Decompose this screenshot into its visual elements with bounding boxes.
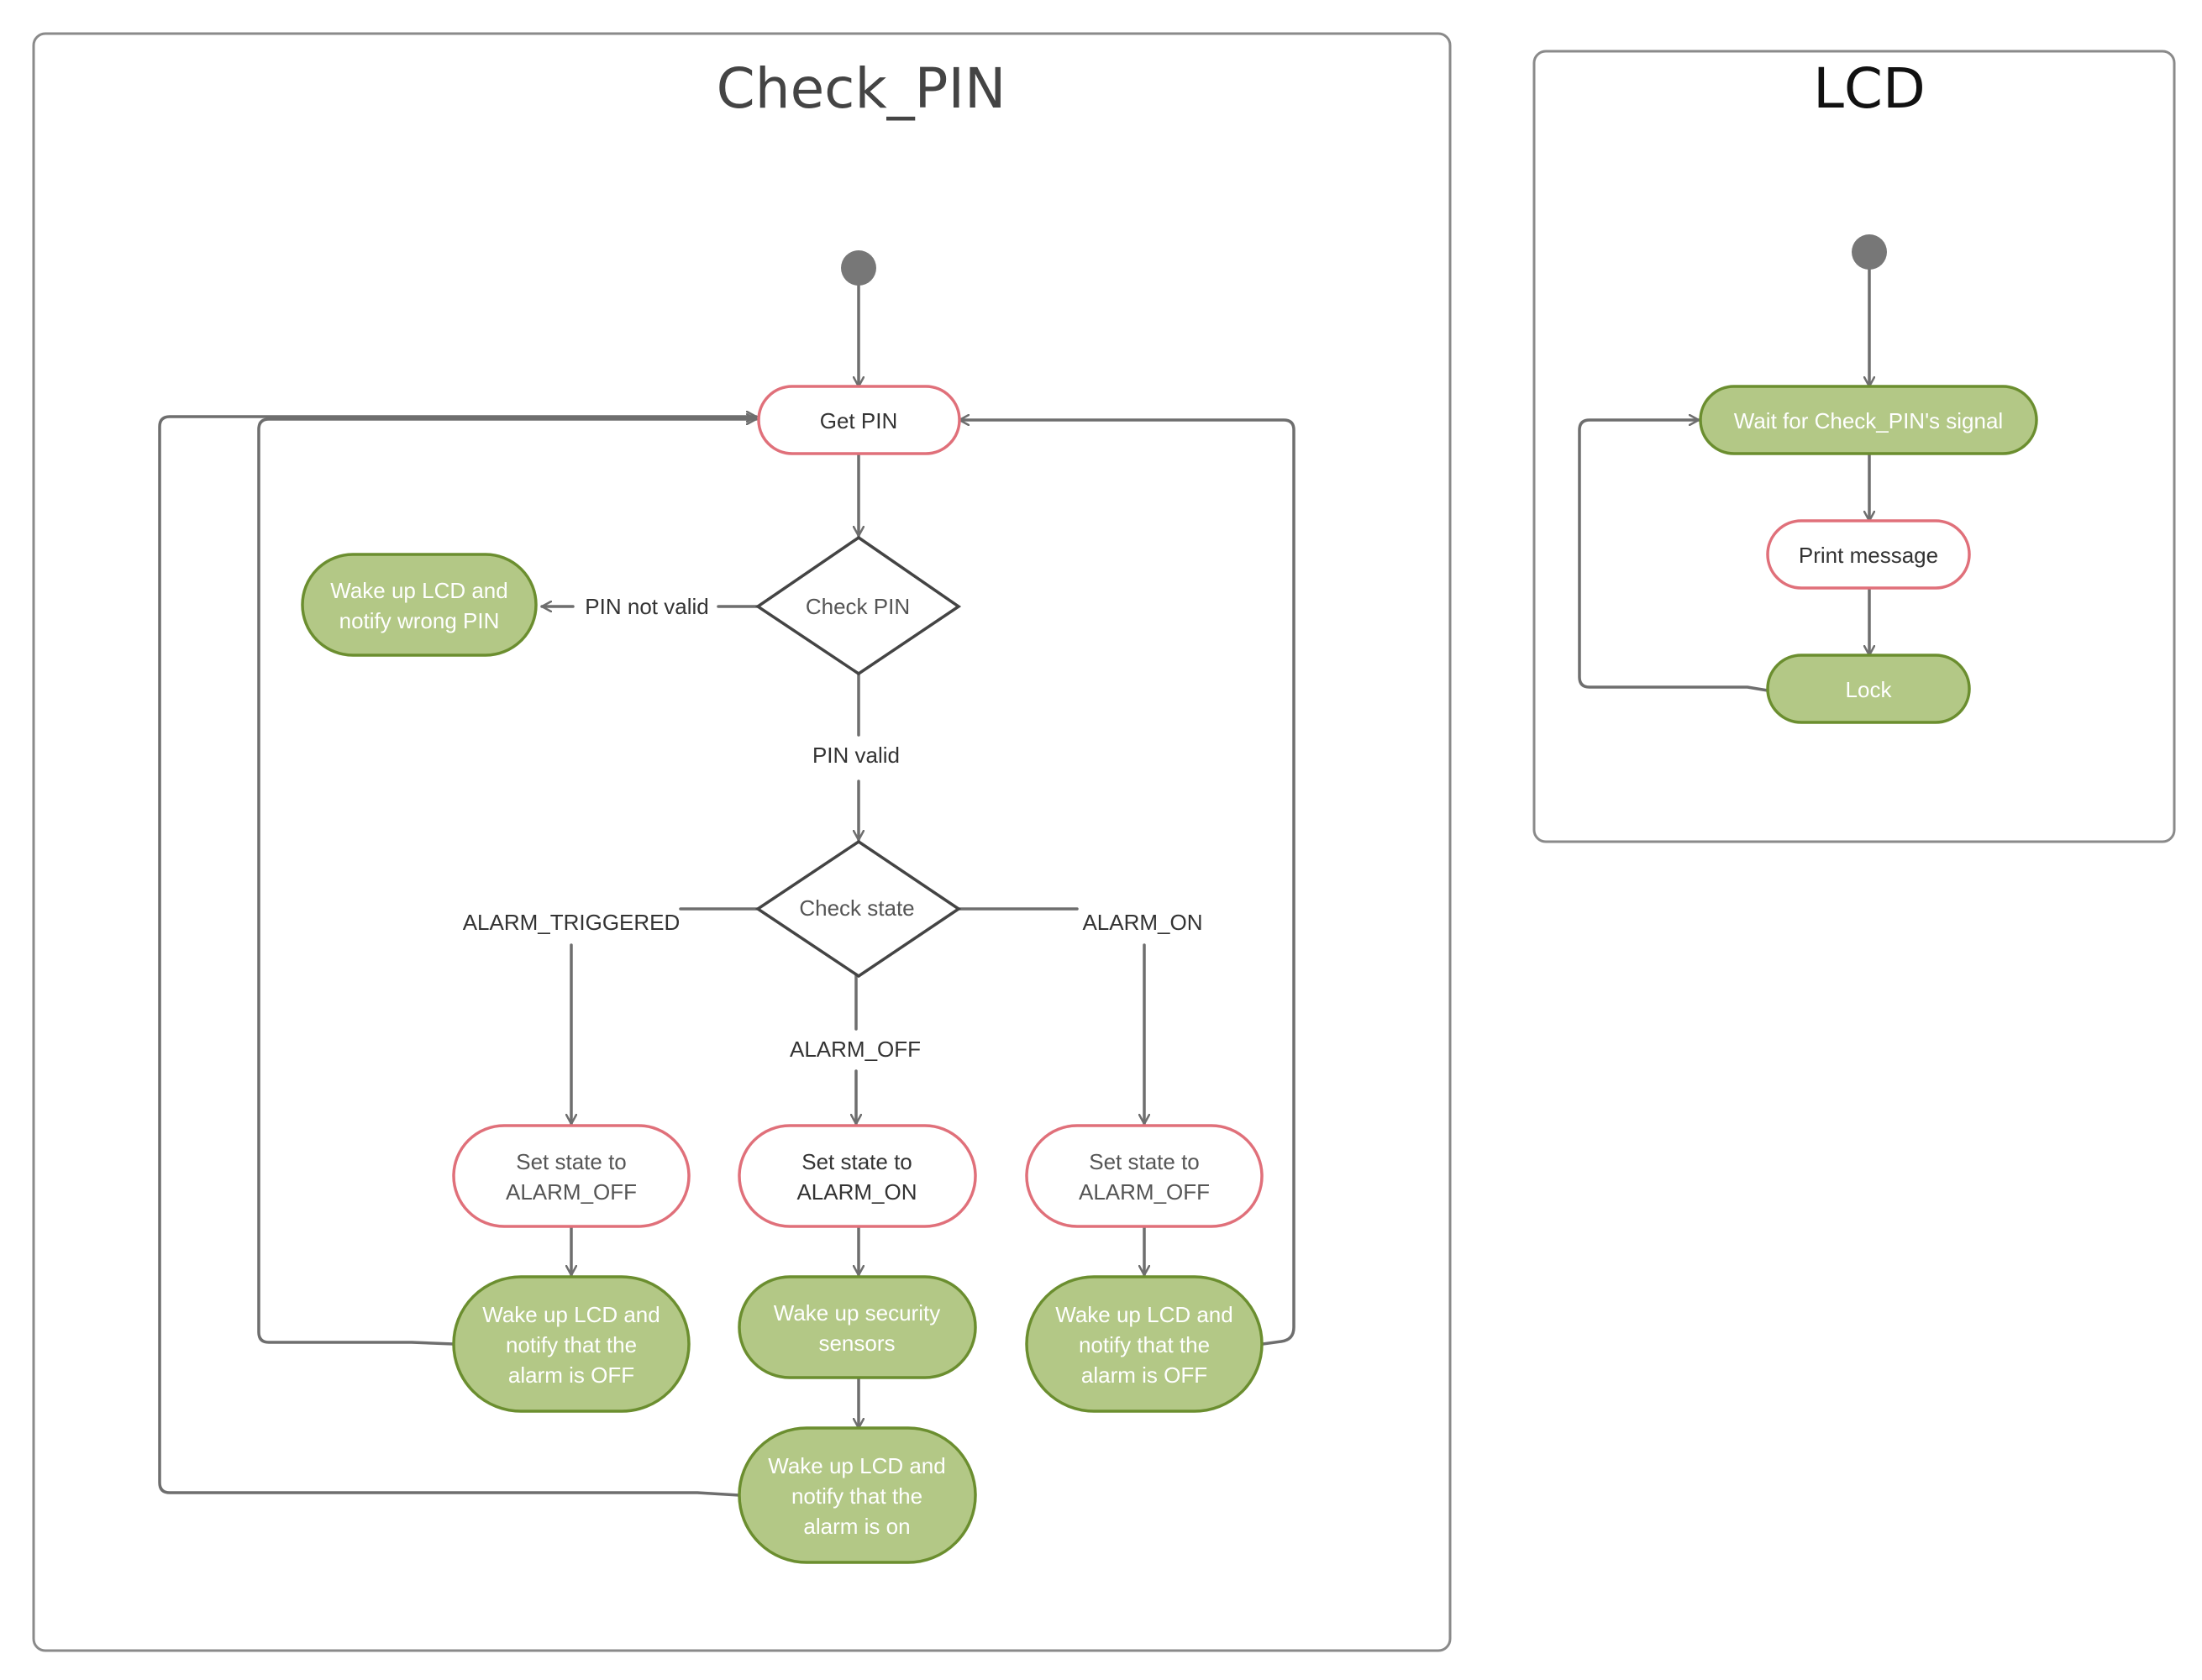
wake-sensors-node: Wake up security sensors <box>738 1275 977 1379</box>
pin-not-valid-label: PIN not valid <box>585 594 708 619</box>
set-state-mid-line1: Set state to <box>801 1149 912 1174</box>
wrong-pin-line1: Wake up LCD and <box>330 578 507 603</box>
check-pin-panel <box>32 32 1452 1652</box>
get-pin-label: Get PIN <box>820 408 897 433</box>
notify-off-left-line1: Wake up LCD and <box>482 1302 660 1327</box>
lcd-lock-node: Lock <box>1766 654 1971 724</box>
wake-sensors-line2: sensors <box>818 1331 895 1356</box>
alarm-triggered-label: ALARM_TRIGGERED <box>463 910 681 935</box>
check-pin-panel-title: Check_PIN <box>717 56 1006 121</box>
lcd-lock-label: Lock <box>1846 677 1893 702</box>
set-state-left-line1: Set state to <box>516 1149 627 1174</box>
pin-valid-label: PIN valid <box>812 743 900 768</box>
check-pin-decision: Check PIN <box>754 535 962 676</box>
lcd-start-node <box>1852 234 1887 270</box>
alarm-on-label: ALARM_ON <box>1082 910 1202 935</box>
loop-notify-on <box>158 417 758 1497</box>
set-state-right-line1: Set state to <box>1089 1149 1200 1174</box>
wrong-pin-line2: notify wrong PIN <box>339 608 500 633</box>
lcd-wait-signal-node: Wait for Check_PIN's signal <box>1699 385 2038 455</box>
loop-notify-left <box>257 419 758 1346</box>
notify-off-right-node: Wake up LCD and notify that the alarm is… <box>1025 1275 1264 1413</box>
lcd-panel-title: LCD <box>1813 56 1926 121</box>
alarm-off-label: ALARM_OFF <box>790 1037 921 1062</box>
lcd-print-message-label: Print message <box>1799 543 1938 568</box>
set-state-right-node: Set state to ALARM_OFF <box>1025 1124 1264 1228</box>
notify-on-line3: alarm is on <box>803 1514 910 1539</box>
check-state-decision: Check state <box>754 839 962 979</box>
notify-on-line1: Wake up LCD and <box>768 1453 945 1478</box>
notify-off-left-node: Wake up LCD and notify that the alarm is… <box>452 1275 691 1413</box>
notify-on-node: Wake up LCD and notify that the alarm is… <box>738 1426 977 1564</box>
wrong-pin-node: Wake up LCD and notify wrong PIN <box>301 553 538 657</box>
check-pin-decision-label: Check PIN <box>806 594 910 619</box>
set-state-left-line2: ALARM_OFF <box>506 1179 637 1205</box>
lcd-wait-signal-label: Wait for Check_PIN's signal <box>1734 408 2003 433</box>
set-state-left-node: Set state to ALARM_OFF <box>452 1124 691 1228</box>
loop-notify-right <box>958 420 1295 1346</box>
notify-off-right-line1: Wake up LCD and <box>1055 1302 1232 1327</box>
notify-on-line2: notify that the <box>791 1483 922 1509</box>
lcd-panel <box>1532 50 2176 843</box>
notify-off-left-line2: notify that the <box>506 1332 637 1357</box>
set-state-right-line2: ALARM_OFF <box>1079 1179 1210 1205</box>
check-pin-start-node <box>841 250 876 286</box>
notify-off-left-line3: alarm is OFF <box>508 1362 634 1388</box>
set-state-mid-line2: ALARM_ON <box>796 1179 917 1205</box>
set-state-mid-node: Set state to ALARM_ON <box>738 1124 977 1228</box>
lcd-loop-lock-to-wait <box>1578 420 1769 692</box>
notify-off-right-line2: notify that the <box>1079 1332 1210 1357</box>
wake-sensors-line1: Wake up security <box>774 1300 940 1326</box>
notify-off-right-line3: alarm is OFF <box>1081 1362 1207 1388</box>
get-pin-node: Get PIN <box>757 385 961 455</box>
check-state-label: Check state <box>799 895 914 921</box>
lcd-print-message-node: Print message <box>1766 519 1971 590</box>
